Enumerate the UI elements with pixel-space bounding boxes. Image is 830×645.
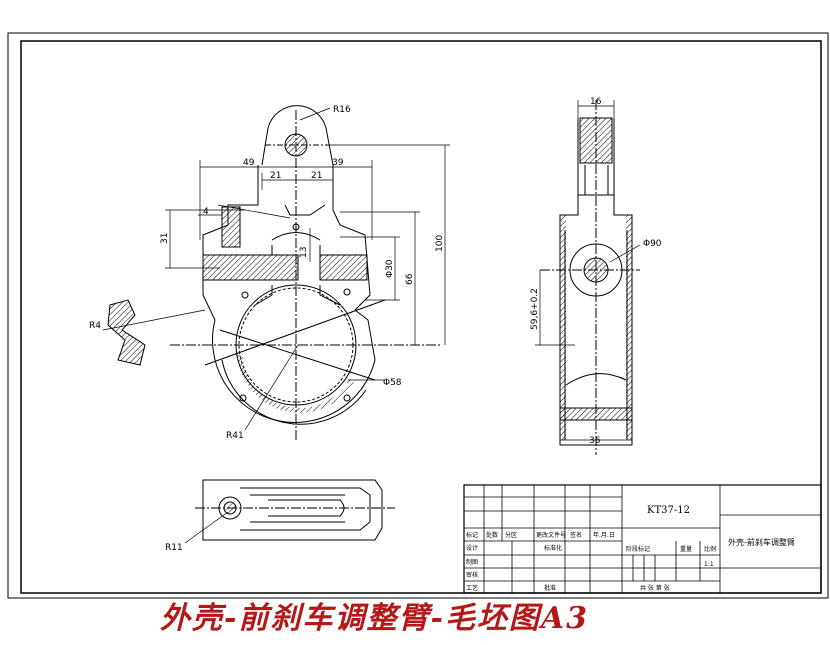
tb-chushu: 处数 (486, 531, 498, 539)
outer-border (7, 32, 829, 599)
dim-59: 59,6+0.2 (530, 288, 540, 330)
dim-100: 100 (435, 235, 445, 252)
tb-part-name: 外壳-前刹车调整臂 (728, 537, 795, 547)
drawing-caption: 外壳-前刹车调整臂-毛坯图A3 (160, 601, 589, 636)
tb-scale: 1:1 (704, 561, 714, 568)
dim-phi58: Φ58 (383, 378, 402, 388)
tb-shenhe: 审核 (466, 571, 478, 579)
dim-39: 39 (332, 158, 344, 168)
dim-21-left: 21 (270, 171, 281, 181)
dim-4: 4 (203, 207, 209, 217)
tb-qianming: 签名 (570, 531, 582, 539)
dim-r41: R41 (226, 431, 244, 441)
tb-biaoji: 标记 (466, 531, 478, 539)
tb-fenqu: 分区 (505, 531, 517, 539)
front-view (170, 105, 440, 440)
tb-ratio: 比例 (704, 545, 716, 553)
dim-31: 31 (160, 233, 170, 244)
tb-genggai: 更改文件号 (536, 531, 566, 539)
top-view (184, 479, 395, 544)
dim-13: 13 (299, 247, 309, 258)
title-block-texts: 标记 处数 分区 更改文件号 签名 年.月.日 设计 标准化 制图 审核 工艺 … (466, 505, 795, 592)
dim-49: 49 (243, 158, 255, 168)
dim-36: 36 (589, 436, 601, 446)
tb-drawing-number: KT37-12 (647, 505, 690, 516)
title-block (463, 484, 822, 594)
r4-detail (107, 299, 146, 366)
dim-r4: R4 (89, 321, 101, 331)
tb-weight: 重量 (680, 545, 692, 553)
tb-pizhun: 批准 (544, 584, 556, 592)
dim-21-right: 21 (311, 171, 322, 181)
front-dimensions (165, 107, 450, 431)
side-view (540, 100, 640, 455)
front-dimension-texts: R16 49 39 21 21 4 31 13 Φ30 66 100 R4 Φ5… (89, 105, 445, 441)
tb-sheji: 设计 (466, 544, 478, 552)
tb-biaozhunhua: 标准化 (544, 544, 562, 552)
tb-zhitu: 制图 (466, 558, 478, 566)
inner-border (20, 40, 822, 594)
dim-phi90: Φ90 (643, 239, 662, 249)
side-dimension-texts: 16 Φ90 59,6+0.2 36 (530, 97, 662, 446)
dim-phi30: Φ30 (385, 259, 395, 278)
dim-r11: R11 (165, 543, 183, 553)
dim-r16: R16 (333, 105, 351, 115)
tb-sheets: 共 张 第 张 (640, 584, 670, 592)
tb-gongyi: 工艺 (466, 584, 478, 592)
tb-date: 年.月.日 (593, 531, 615, 539)
dim-16: 16 (590, 97, 602, 107)
side-dimensions (535, 100, 641, 441)
tb-stage: 阶段标记 (626, 545, 650, 553)
dim-66: 66 (405, 273, 415, 285)
